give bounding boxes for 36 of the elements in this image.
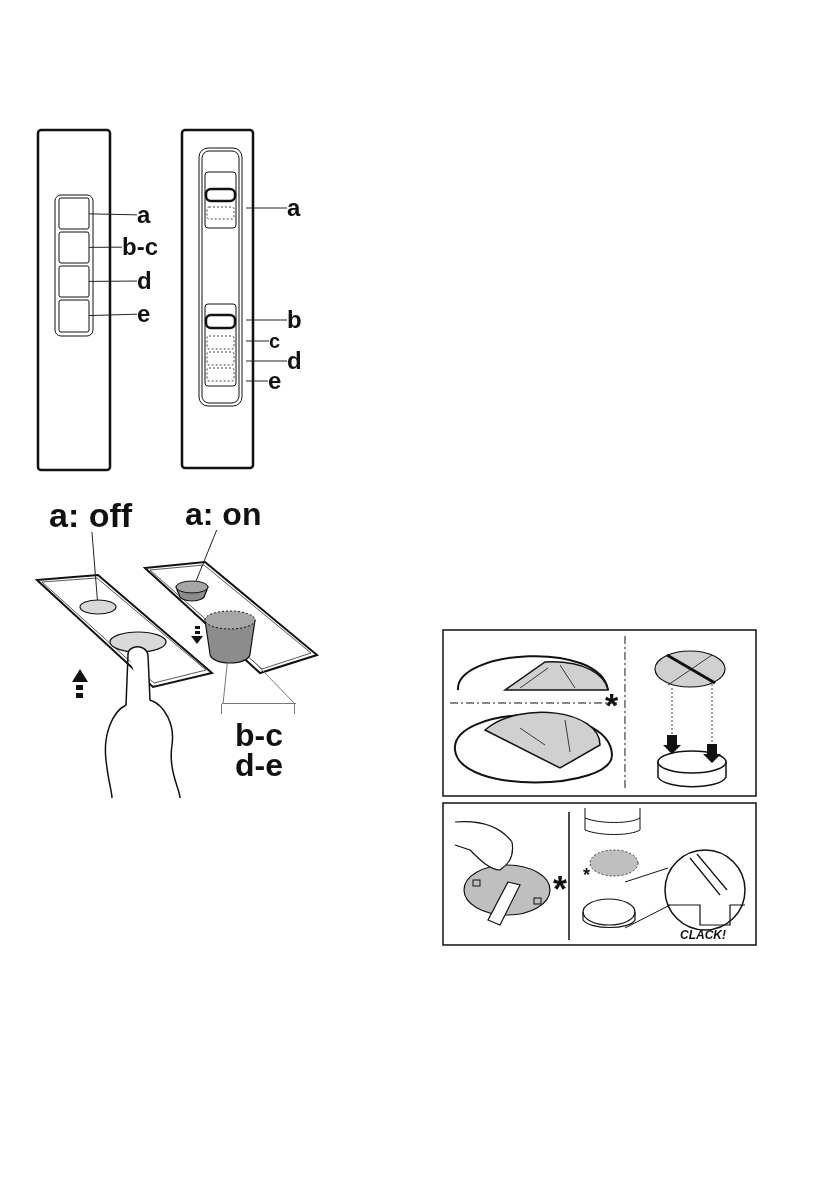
position-label: b-c d-e bbox=[222, 703, 296, 780]
button-off bbox=[79, 599, 117, 615]
leader-line bbox=[245, 340, 270, 342]
leader-line bbox=[245, 380, 269, 382]
leader-line bbox=[222, 662, 228, 705]
part-label: c bbox=[269, 331, 281, 351]
part-label: e bbox=[137, 302, 151, 326]
leader-line bbox=[88, 280, 138, 282]
leader-line bbox=[254, 662, 296, 705]
push-button bbox=[58, 231, 90, 264]
sound-label: CLACK! bbox=[680, 929, 726, 941]
leader-line bbox=[245, 360, 288, 362]
push-button bbox=[58, 265, 90, 298]
leader-line bbox=[88, 246, 123, 248]
leader-line bbox=[88, 213, 138, 216]
pressed-button bbox=[204, 610, 256, 664]
part-label: e bbox=[268, 369, 282, 393]
state-label: a: on bbox=[185, 498, 262, 530]
state-label: a: off bbox=[49, 498, 133, 532]
footnote-mark: * bbox=[553, 872, 567, 908]
part-label: d bbox=[137, 269, 152, 293]
footnote-mark: * bbox=[583, 866, 590, 884]
push-button bbox=[58, 197, 90, 230]
part-label: a bbox=[287, 196, 301, 220]
button-on bbox=[175, 580, 209, 602]
leader-line bbox=[88, 313, 138, 317]
part-label: a bbox=[137, 203, 151, 227]
leader-line bbox=[91, 531, 98, 601]
leader-line bbox=[195, 529, 218, 582]
part-label: d bbox=[287, 349, 302, 373]
push-button bbox=[58, 299, 90, 333]
leader-line bbox=[245, 207, 288, 209]
part-label: b bbox=[287, 308, 302, 332]
leader-line bbox=[245, 319, 288, 321]
footnote-mark: * bbox=[605, 688, 619, 722]
part-label: b-c bbox=[122, 235, 158, 259]
